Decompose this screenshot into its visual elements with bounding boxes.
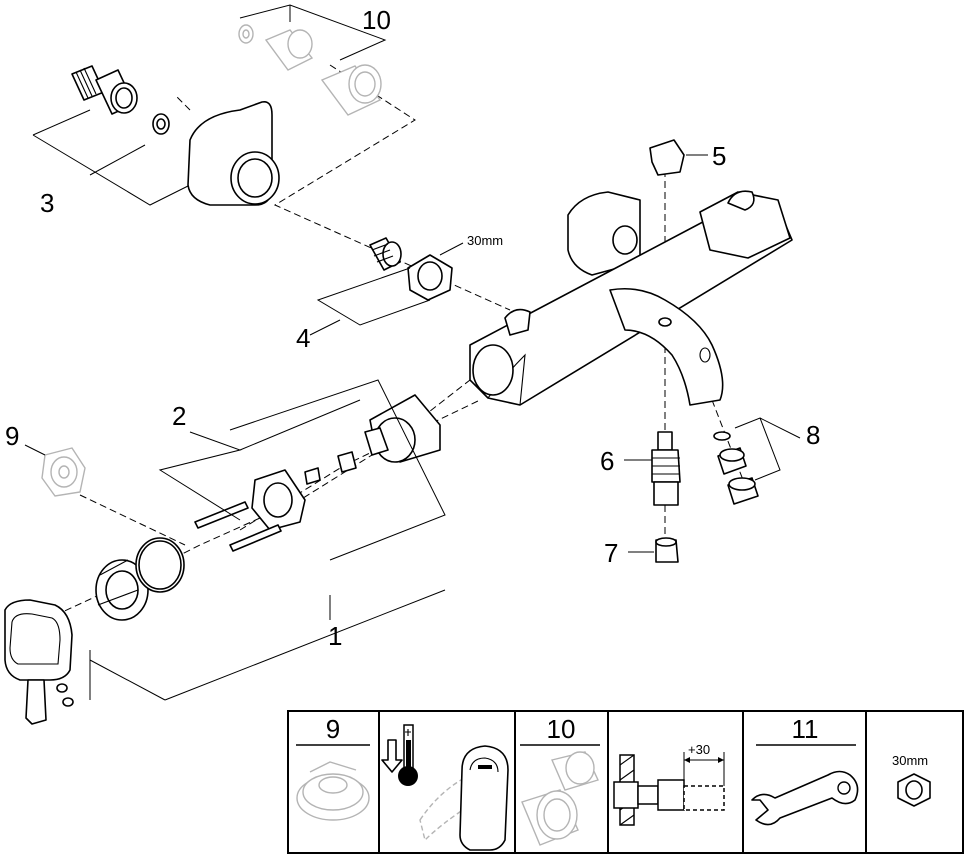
leader-9 — [24, 444, 46, 456]
extension-set-ghost — [238, 24, 382, 116]
sealing-washer — [152, 113, 170, 135]
leader-10 — [239, 4, 387, 61]
panel-label-9: 9 — [326, 714, 340, 744]
panel-cell-wrench: 11 — [751, 714, 859, 826]
extension-dimension-label: +30 — [688, 742, 710, 757]
union-nut — [407, 254, 453, 301]
callout-9: 9 — [5, 421, 19, 451]
panel-cell-extension-parts: 10 — [520, 714, 600, 846]
diverter-cartridge — [651, 431, 681, 506]
callout-7: 7 — [604, 538, 618, 568]
assembly-axis-lines — [44, 64, 746, 621]
fixing-screws — [194, 501, 282, 552]
leader-8 — [734, 417, 801, 481]
leader-2 — [158, 399, 361, 521]
callout-2: 2 — [172, 401, 186, 431]
cover-cap — [649, 139, 685, 176]
o-ring-seal — [135, 537, 185, 593]
callout-1: 1 — [328, 621, 342, 651]
wrench-size-label: 30mm — [467, 233, 503, 248]
callout-4: 4 — [296, 323, 310, 353]
wall-escutcheon — [187, 100, 280, 206]
panel-cell-temperature — [381, 724, 509, 851]
panel-cell-nut: 30mm — [892, 753, 931, 807]
thermostatic-mixer-body — [469, 190, 793, 406]
wrench-icon — [751, 770, 859, 826]
knob-ghost — [41, 447, 86, 497]
lever-handle — [4, 599, 74, 725]
panel-cell-knob: 9 — [296, 714, 370, 821]
nipple-fitting — [369, 237, 402, 271]
aerator-set — [713, 431, 759, 505]
mounting-flange — [251, 469, 306, 531]
callout-5: 5 — [712, 141, 726, 171]
panel-label-10: 10 — [547, 714, 576, 744]
callout-3: 3 — [40, 188, 54, 218]
leader-3 — [32, 109, 201, 206]
thermostatic-cartridge — [304, 394, 441, 485]
cartridge-nut — [655, 537, 679, 563]
connector-fitting — [71, 65, 138, 115]
leader-4 — [316, 267, 431, 326]
accessory-panel: 9 10 — [287, 710, 964, 854]
handle-sleeve — [95, 559, 149, 621]
panel-nut-size-label: 30mm — [892, 753, 928, 768]
callout-6: 6 — [600, 446, 614, 476]
panel-cell-wall-extension: +30 — [613, 742, 725, 826]
leader-1 — [89, 379, 446, 701]
panel-label-11: 11 — [792, 714, 819, 744]
callout-8: 8 — [806, 420, 820, 450]
callout-10: 10 — [362, 5, 391, 35]
down-arrow-icon — [381, 739, 403, 773]
